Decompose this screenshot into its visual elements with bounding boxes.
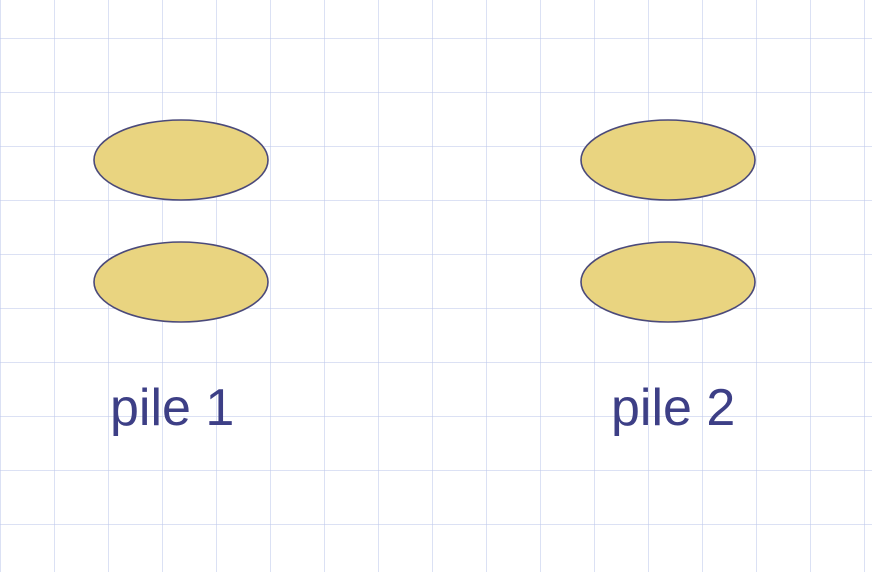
pile-2-group bbox=[580, 119, 756, 323]
pile-1-chip-top bbox=[93, 119, 269, 201]
pile-2-label: pile 2 bbox=[611, 379, 736, 437]
pile-1-chip-bottom bbox=[93, 241, 269, 323]
pile-2-chip-bottom bbox=[580, 241, 756, 323]
pile-1-label: pile 1 bbox=[110, 379, 235, 437]
pile-2-chip-top bbox=[580, 119, 756, 201]
pile-1-group bbox=[93, 119, 269, 323]
